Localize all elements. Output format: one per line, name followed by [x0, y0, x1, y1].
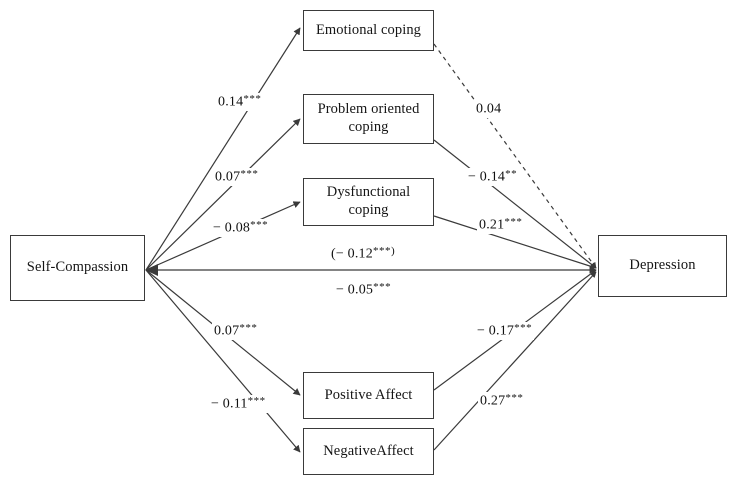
edge-dysfunctional-coping-to-depression: [433, 215, 597, 270]
coefficient-value: − 0.11: [211, 396, 248, 412]
edge-sc-to-problem-oriented-coping: [145, 118, 301, 271]
path-label-positive-affect-to-depression: − 0.17***: [475, 322, 535, 340]
path-label-negative-affect-to-depression: 0.27***: [478, 392, 526, 410]
coefficient-value: − 0.05: [336, 282, 374, 298]
node-dysfunctional-coping[interactable]: Dysfunctional coping: [303, 178, 434, 226]
path-label-sc-to-positive-affect: 0.07***: [212, 322, 260, 340]
node-positive-affect[interactable]: Positive Affect: [303, 372, 434, 419]
significance-stars: ***: [504, 216, 523, 228]
coefficient-value: 0.21: [479, 217, 505, 233]
coefficient-value: 0.27: [480, 393, 506, 409]
node-emotional-coping-label: Emotional coping: [315, 21, 422, 38]
significance-stars: ***: [243, 93, 262, 105]
coefficient-value: (− 0.12: [331, 246, 373, 262]
significance-stars: ***: [505, 392, 524, 404]
significance-stars: **: [505, 168, 518, 180]
edge-negative-affect-to-depression: [433, 271, 597, 451]
coefficient-value: − 0.14: [468, 169, 506, 185]
path-label-dysfunctional-coping-to-depression: 0.21***: [477, 216, 525, 234]
node-dysfunctional-coping-label: Dysfunctional coping: [326, 184, 411, 218]
coefficient-value: − 0.08: [213, 220, 251, 236]
coefficient-value: 0.14: [218, 94, 244, 110]
path-label-sc-to-dysfunctional-coping: − 0.08***: [211, 219, 271, 237]
significance-stars: ***): [372, 245, 396, 257]
coefficient-value: − 0.17: [477, 323, 515, 339]
edge-problem-oriented-coping-to-depression: [433, 139, 597, 269]
significance-stars: ***: [373, 281, 392, 293]
path-label-problem-oriented-coping-to-depression: − 0.14**: [466, 168, 520, 186]
significance-stars: ***: [247, 395, 266, 407]
edge-sc-to-emotional-coping: [145, 27, 301, 271]
coefficient-value: 0.07: [215, 169, 241, 185]
path-label-sc-to-emotional-coping: 0.14***: [216, 93, 264, 111]
edge-sc-to-negative-affect: [145, 269, 301, 453]
node-depression[interactable]: Depression: [598, 235, 727, 297]
path-label-emotional-coping-to-depression: 0.04: [474, 100, 504, 118]
node-depression-label: Depression: [629, 257, 696, 274]
node-emotional-coping[interactable]: Emotional coping: [303, 10, 434, 51]
edge-emotional-coping-to-depression: [433, 43, 597, 269]
coefficient-value: 0.04: [476, 101, 502, 117]
significance-stars: ***: [250, 219, 269, 231]
significance-stars: ***: [239, 322, 258, 334]
path-label-direct-effect: − 0.05***: [334, 281, 394, 299]
coefficient-value: 0.07: [214, 323, 240, 339]
path-label-sc-to-negative-affect: − 0.11***: [209, 395, 268, 413]
node-negative-affect[interactable]: NegativeAffect: [303, 428, 434, 475]
sc-convergence-arrowhead: [145, 264, 158, 276]
node-problem-oriented-coping[interactable]: Problem oriented coping: [303, 94, 434, 144]
significance-stars: ***: [240, 168, 259, 180]
node-self-compassion[interactable]: Self-Compassion: [10, 235, 145, 301]
significance-stars: ***: [514, 322, 533, 334]
node-self-compassion-label: Self-Compassion: [26, 259, 129, 276]
node-negative-affect-label: NegativeAffect: [323, 442, 414, 459]
path-label-total-effect: (− 0.12***): [329, 245, 398, 263]
node-positive-affect-label: Positive Affect: [324, 386, 413, 403]
path-label-sc-to-problem-oriented-coping: 0.07***: [213, 168, 261, 186]
node-problem-oriented-coping-label: Problem oriented coping: [317, 101, 420, 135]
